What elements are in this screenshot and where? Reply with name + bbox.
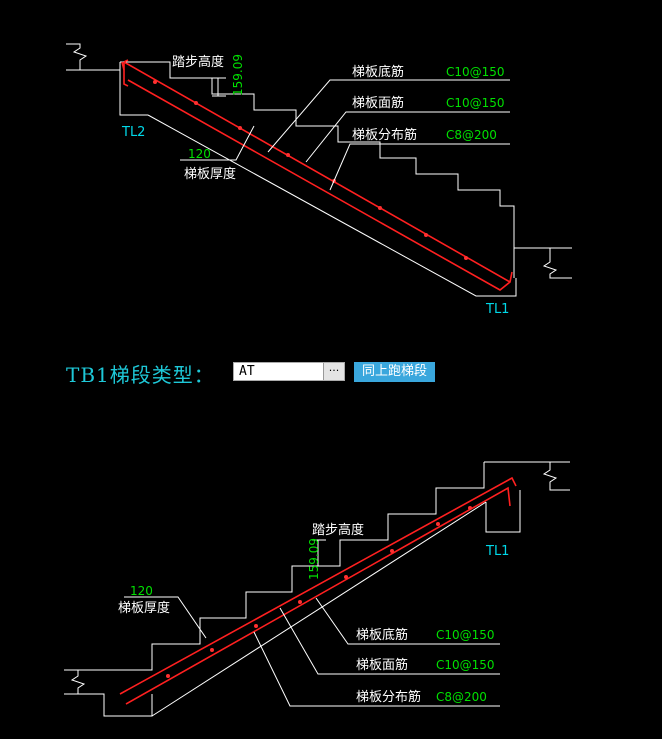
bottom-rebar-list: 梯板底筋 C10@150 梯板面筋 C10@150 梯板分布筋 C8@200 bbox=[356, 627, 495, 705]
top-upper-landing bbox=[66, 43, 121, 100]
bottom-rebar-spec-2: C10@150 bbox=[436, 658, 495, 672]
stair-type-row: TB1梯段类型： bbox=[66, 358, 215, 388]
bottom-step-height-value: 159.09 bbox=[307, 538, 321, 580]
bottom-thickness-leader bbox=[124, 596, 207, 639]
bottom-beam-tl1 bbox=[485, 490, 521, 533]
stair-type-select[interactable]: AT ··· bbox=[233, 362, 345, 381]
bottom-lower-landing bbox=[64, 669, 153, 717]
top-rebar-leader-1 bbox=[267, 79, 510, 153]
bottom-beam-tl1-label: TL1 bbox=[485, 544, 509, 559]
bottom-step-height-dim bbox=[312, 539, 326, 567]
top-thickness-value: 120 bbox=[188, 147, 211, 161]
bottom-rebar-top bbox=[119, 476, 517, 695]
stair-type-value[interactable]: AT bbox=[239, 364, 255, 379]
top-rebar-leader-2 bbox=[305, 111, 510, 163]
bottom-rebar-label-1: 梯板底筋 bbox=[356, 627, 408, 643]
bottom-rebar-spec-3: C8@200 bbox=[436, 690, 487, 704]
top-rebar-label-1: 梯板底筋 bbox=[352, 64, 404, 80]
browse-ellipsis-button[interactable]: ··· bbox=[323, 363, 344, 380]
same-as-upper-flight-button[interactable]: 同上跑梯段 bbox=[354, 362, 435, 382]
top-rebar-list: 梯板底筋 C10@150 梯板面筋 C10@150 梯板分布筋 C8@200 bbox=[352, 64, 505, 143]
top-soffit bbox=[147, 114, 517, 297]
top-thickness-leader bbox=[180, 125, 255, 161]
bottom-rebar-label-2: 梯板面筋 bbox=[356, 657, 408, 673]
top-rebar-spec-3: C8@200 bbox=[446, 128, 497, 142]
bottom-rebar-spec-1: C10@150 bbox=[436, 628, 495, 642]
top-steps bbox=[119, 61, 515, 278]
top-rebar-label-3: 梯板分布筋 bbox=[352, 127, 417, 143]
bottom-rebar-leader-2 bbox=[279, 607, 500, 675]
top-rebar-hook bbox=[123, 62, 129, 87]
bottom-upper-landing bbox=[484, 461, 570, 491]
top-lower-landing bbox=[514, 247, 572, 279]
bottom-thickness-value: 120 bbox=[130, 584, 153, 598]
stair-type-label: TB1梯段类型： bbox=[66, 362, 215, 387]
bottom-rebar-leader-3 bbox=[253, 631, 500, 707]
top-rebar-spec-1: C10@150 bbox=[446, 65, 505, 79]
top-rebar-label-2: 梯板面筋 bbox=[352, 95, 404, 111]
top-step-height-label: 踏步高度 bbox=[172, 54, 224, 70]
top-beam-tl1-label: TL1 bbox=[485, 302, 509, 317]
bottom-step-height-label: 踏步高度 bbox=[312, 522, 364, 538]
bottom-rebar-leader-1 bbox=[315, 597, 500, 645]
top-rebar-top bbox=[121, 61, 511, 283]
top-thickness-label: 梯板厚度 bbox=[184, 166, 236, 182]
bottom-rebar-label-3: 梯板分布筋 bbox=[356, 689, 421, 705]
bottom-thickness-label: 梯板厚度 bbox=[118, 600, 170, 616]
top-step-height-value: 159.09 bbox=[231, 54, 245, 96]
top-rebar-leader-3 bbox=[329, 143, 510, 191]
top-beam-tl2 bbox=[119, 100, 148, 116]
bottom-rebar-bottom bbox=[125, 486, 511, 705]
top-rebar-bottom bbox=[123, 59, 513, 291]
top-rebar-dots bbox=[153, 80, 468, 260]
bottom-rebar-dots bbox=[166, 506, 472, 678]
top-beam-tl2-label: TL2 bbox=[121, 125, 145, 140]
bottom-steps bbox=[104, 462, 485, 671]
top-step-height-dim bbox=[212, 77, 226, 97]
top-stair-diagram: 踏步高度 159.09 120 梯板厚度 TL2 TL1 梯板底筋 C10@15… bbox=[66, 43, 572, 317]
top-rebar-spec-2: C10@150 bbox=[446, 96, 505, 110]
bottom-soffit bbox=[151, 501, 487, 717]
bottom-stair-diagram: 踏步高度 159.09 120 梯板厚度 TL1 梯板底筋 C10@150 梯板… bbox=[64, 461, 570, 717]
